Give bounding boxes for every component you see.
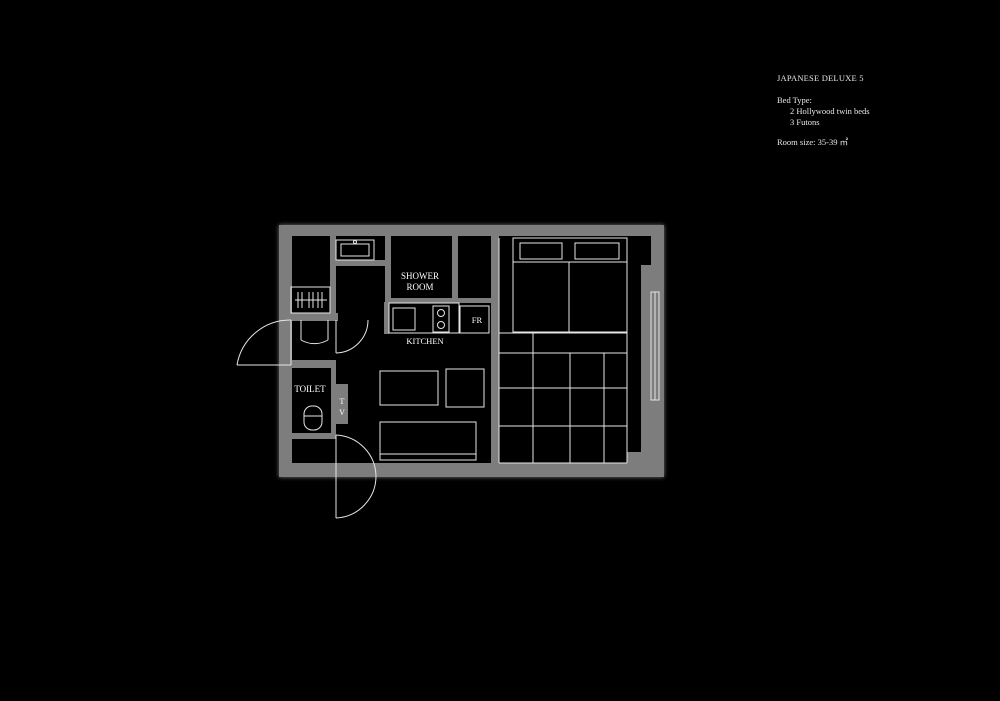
bed-type-label: Bed Type: — [777, 95, 812, 105]
tatami-grid — [498, 238, 628, 464]
tv-label: V — [339, 408, 345, 417]
shower-room-label: ROOM — [406, 282, 433, 292]
outer-walls — [279, 225, 664, 477]
closet-shape — [290, 286, 331, 314]
interior-walls — [292, 236, 499, 466]
shower-room-label: SHOWER — [401, 271, 439, 281]
pillow — [519, 242, 563, 260]
toilet-label: TOILET — [294, 384, 326, 394]
sofa-shape — [379, 421, 477, 461]
bed-type-item: 3 Futons — [790, 117, 820, 127]
room-size: Room size: 35-39 ㎡ — [777, 137, 849, 147]
pillow — [574, 242, 620, 260]
plan-info: JAPANESE DELUXE 5 Bed Type: 2 Hollywood … — [777, 73, 870, 148]
kitchen-counter — [388, 302, 460, 334]
bed-type-item: 2 Hollywood twin beds — [790, 106, 870, 116]
toilet-bowl-shape — [303, 405, 323, 431]
tv-label: T — [340, 397, 345, 406]
room-labels: SHOWER ROOM KITCHEN FR TOILET T V — [294, 271, 482, 417]
table-shape — [379, 370, 439, 406]
fridge-shape — [459, 305, 490, 334]
fridge-label: FR — [472, 315, 483, 325]
plan-title: JAPANESE DELUXE 5 — [777, 73, 864, 83]
plan-linework — [236, 237, 660, 519]
twin-beds — [512, 237, 628, 333]
kitchen-label: KITCHEN — [406, 336, 443, 346]
